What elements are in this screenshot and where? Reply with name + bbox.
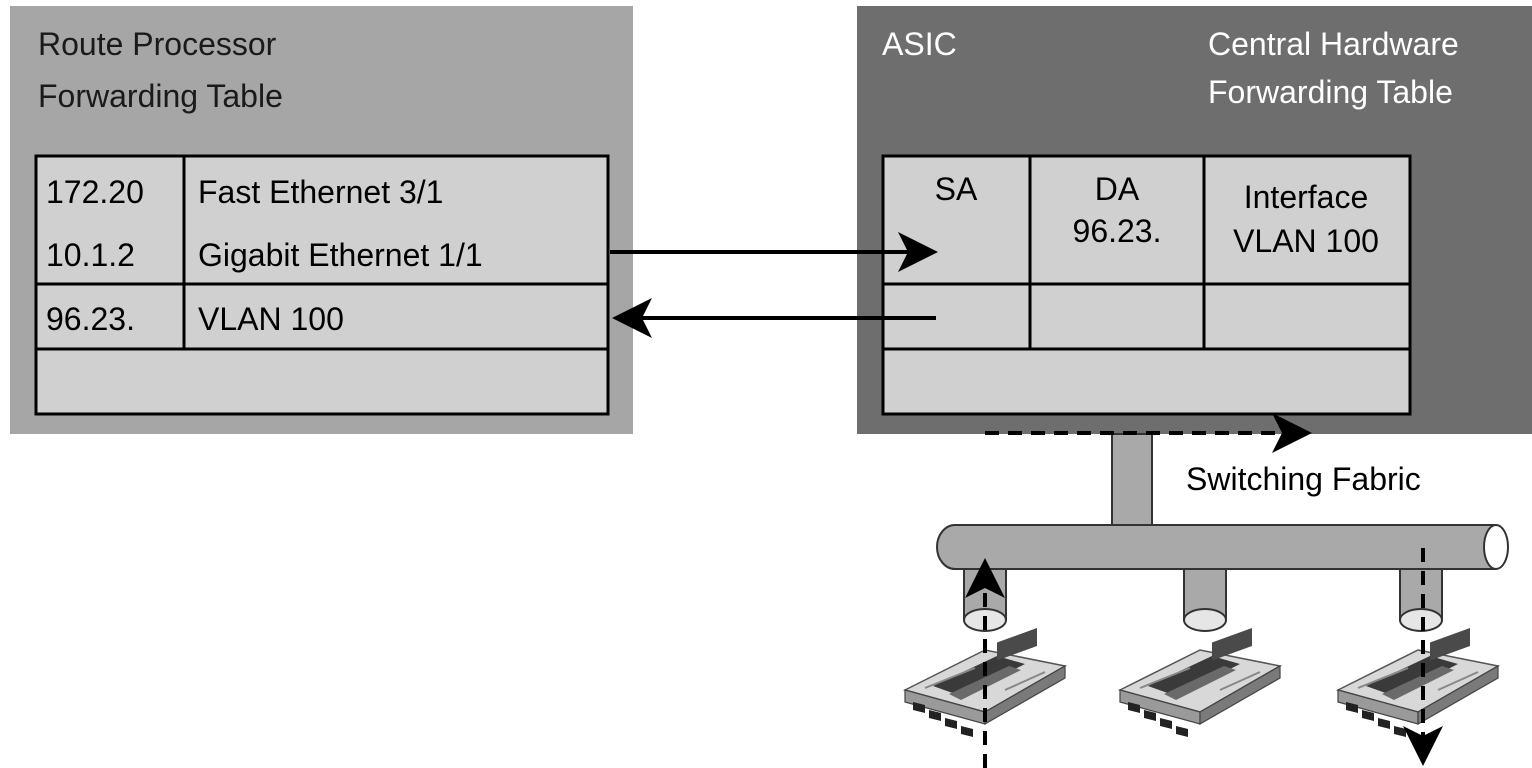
da-value: 96.23. [1073,213,1162,249]
switching-fabric-label: Switching Fabric [1186,461,1421,497]
asic-title-line2: Forwarding Table [1208,74,1453,110]
table-cell: 172.20 [46,174,144,210]
line-card-icon [1337,626,1499,738]
table-cell: 10.1.2 [46,237,135,273]
asic-title-line1: Central Hardware [1208,26,1459,62]
rp-forwarding-table: 172.20 Fast Ethernet 3/1 10.1.2 Gigabit … [34,154,610,416]
interface-header: Interface [1244,179,1369,215]
table-cell: Fast Ethernet 3/1 [198,174,443,210]
table-cell: Gigabit Ethernet 1/1 [198,237,483,273]
asic-label: ASIC [882,26,957,62]
table-cell: VLAN 100 [198,301,344,337]
interface-value: VLAN 100 [1233,223,1379,259]
rp-title-line2: Forwarding Table [38,78,283,114]
da-header: DA [1095,171,1140,207]
asic-forwarding-table: SA DA 96.23. Interface VLAN 100 [881,154,1412,416]
rp-title-line1: Route Processor [38,26,277,62]
table-cell: 96.23. [46,301,135,337]
line-card-icon [1119,626,1281,738]
sa-header: SA [935,171,978,207]
